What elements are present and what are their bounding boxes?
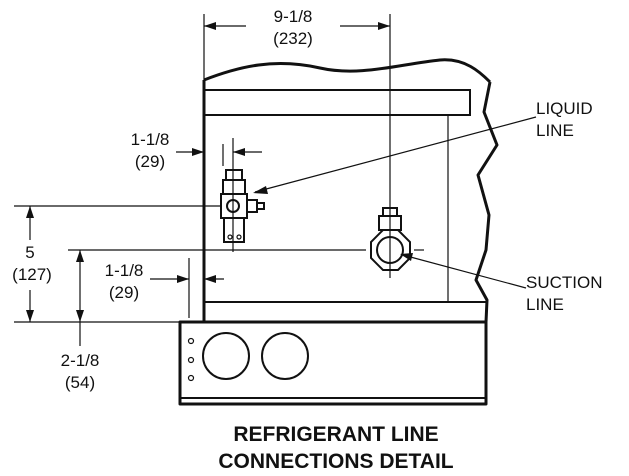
dim-top-metric: (232) <box>273 29 313 48</box>
dim-height-5-imperial: 5 <box>25 243 34 262</box>
title-line2: CONNECTIONS DETAIL <box>218 450 453 473</box>
dim-lower-offset-imperial: 1-1/8 <box>105 261 144 280</box>
callout-liquid-line: LIQUID LINE <box>253 99 593 194</box>
dim-left-offset-imperial: 1-1/8 <box>131 130 170 149</box>
dim-height-5-metric: (127) <box>12 265 52 284</box>
dimension-left-offset: 1-1/8 (29) <box>131 130 262 171</box>
dim-bottom-imperial: 2-1/8 <box>61 351 100 370</box>
suction-label-line1: SUCTION <box>526 273 603 292</box>
dimension-height-5: 5 (127) <box>12 206 52 322</box>
title-line1: REFRIGERANT LINE <box>233 423 438 446</box>
cabinet-panel <box>202 58 499 323</box>
liquid-label-line2: LINE <box>536 121 574 140</box>
dimension-top-width: 9-1/8 (232) <box>204 7 390 48</box>
dim-top-imperial: 9-1/8 <box>274 7 313 26</box>
screw-hole <box>187 374 195 382</box>
knockout-hole <box>261 332 309 380</box>
screw-hole <box>187 356 195 364</box>
knockout-hole <box>202 332 250 380</box>
diagram-title: REFRIGERANT LINE CONNECTIONS DETAIL <box>218 423 453 473</box>
dim-left-offset-metric: (29) <box>135 152 165 171</box>
liquid-line-valve <box>220 169 265 243</box>
base-rail <box>178 320 488 406</box>
suction-label-line2: LINE <box>526 295 564 314</box>
centerlines <box>14 14 424 323</box>
dimension-lower-offset: 1-1/8 (29) <box>105 261 224 302</box>
dimension-bottom-height: 2-1/8 (54) <box>61 250 100 392</box>
dim-lower-offset-metric: (29) <box>109 283 139 302</box>
liquid-label-line1: LIQUID <box>536 99 593 118</box>
dim-bottom-metric: (54) <box>65 373 95 392</box>
callout-suction-line: SUCTION LINE <box>400 253 603 314</box>
screw-hole <box>187 337 195 345</box>
